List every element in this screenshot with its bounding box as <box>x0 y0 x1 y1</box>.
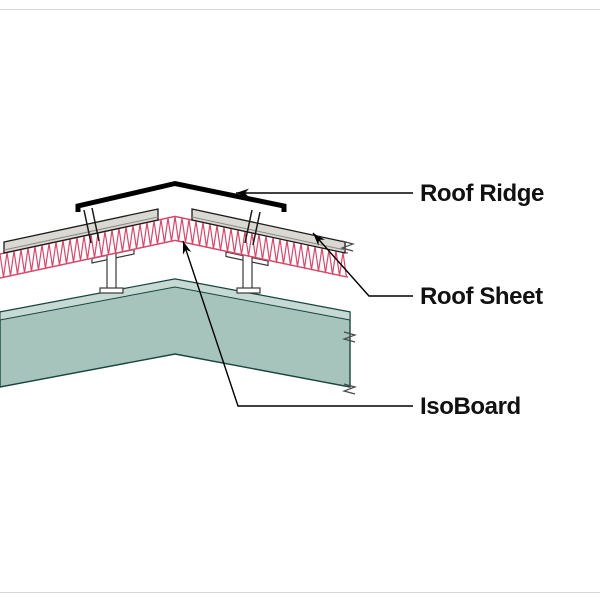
roof-sheets <box>3 208 346 254</box>
break-mark-board-bottom <box>342 383 357 395</box>
roof-sheet-left-rib <box>3 216 159 251</box>
fastener-left-1 <box>83 209 92 244</box>
fastener-right-1 <box>244 209 253 244</box>
ridge-cap <box>75 180 287 212</box>
purlin-right <box>225 251 269 294</box>
label-isoboard: IsoBoard <box>420 393 521 420</box>
isoboard-panel <box>0 278 351 388</box>
isoboard-top-face <box>0 278 351 321</box>
purlin-right-foot <box>236 287 261 294</box>
insulation-zigzag-right <box>174 216 348 278</box>
label-roof-sheet: Roof Sheet <box>420 283 543 310</box>
insulation-band <box>0 215 349 279</box>
break-mark-sheet <box>340 240 355 252</box>
break-marks <box>340 240 357 395</box>
isoboard-face <box>0 278 351 388</box>
fastener-left-2 <box>91 207 100 242</box>
leader-isoboard <box>182 240 413 407</box>
purlin-left-web <box>106 251 117 293</box>
insulation-bottom-edge <box>0 239 349 279</box>
purlin-left-foot <box>99 287 124 294</box>
label-roof-ridge: Roof Ridge <box>420 180 544 207</box>
leader-roof-sheet <box>312 232 413 297</box>
ridge-fasteners <box>83 207 261 246</box>
fastener-right-2 <box>252 211 261 246</box>
break-mark-board-mid <box>342 331 357 343</box>
purlin-right-web <box>242 253 253 293</box>
